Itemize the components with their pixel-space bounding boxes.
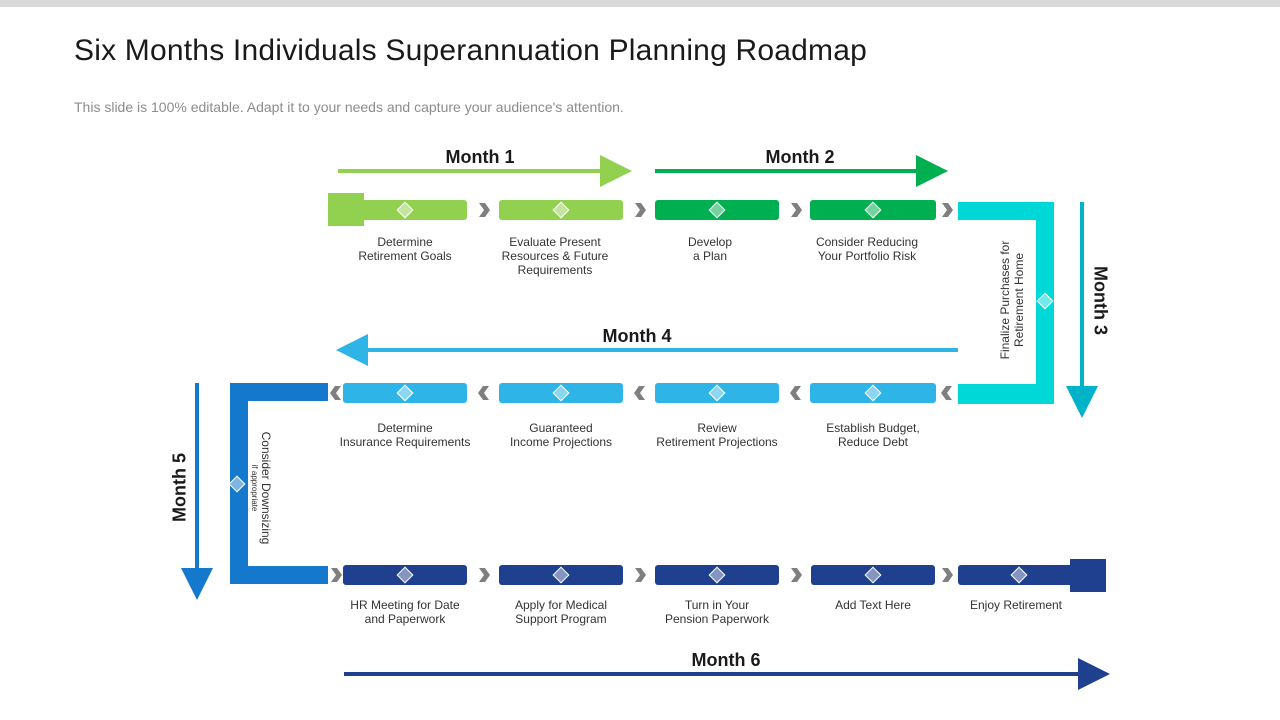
step-label-row3-1: HR Meeting for Date and Paperwork	[350, 598, 460, 626]
month5-bracket	[230, 383, 328, 584]
chevron-left-icon	[330, 386, 341, 400]
chevron-right-icon	[635, 203, 646, 217]
step-bar-row3-3	[655, 565, 779, 585]
end-block	[1070, 559, 1106, 592]
step-label-month3: Finalize Purchases for Retirement Home	[998, 240, 1026, 360]
chevron-left-icon	[634, 386, 645, 400]
chevron-right-icon	[479, 568, 490, 582]
step-bar-row1-4	[810, 200, 936, 220]
top-accent-bar	[0, 0, 1280, 7]
step-label-month5: Consider Downsizing if appropriate	[249, 423, 273, 553]
step-bar-row1-2	[499, 200, 623, 220]
month3-bracket	[958, 202, 1054, 404]
page-title: Six Months Individuals Superannuation Pl…	[74, 34, 867, 67]
step-bar-row3-4	[811, 565, 935, 585]
step-bar-row2-4	[810, 383, 936, 403]
page-subtitle: This slide is 100% editable. Adapt it to…	[74, 99, 624, 115]
month2-label: Month 2	[765, 147, 835, 167]
step-label-month5-note: if appropriate	[250, 464, 259, 512]
chevron-right-icon	[635, 568, 646, 582]
step-bar-row1-3	[655, 200, 779, 220]
step-label-row1-4: Consider Reducing Your Portfolio Risk	[815, 235, 919, 263]
step-label-row3-3: Turn in Your Pension Paperwork	[664, 598, 770, 626]
step-bar-row1-1	[343, 200, 467, 220]
chevron-left-icon	[790, 386, 801, 400]
chevron-right-icon	[791, 203, 802, 217]
step-label-row3-4: Add Text Here	[835, 598, 911, 612]
month4-label: Month 4	[602, 326, 672, 346]
month1-label: Month 1	[445, 147, 515, 167]
chevron-right-icon	[331, 568, 342, 582]
step-label-row2-3: Review Retirement Projections	[656, 421, 778, 449]
step-label-row1-1: Determine Retirement Goals	[358, 235, 452, 263]
chevron-left-icon	[478, 386, 489, 400]
chevron-right-icon	[942, 203, 953, 217]
chevron-right-icon	[479, 203, 490, 217]
chevron-left-icon	[941, 386, 952, 400]
chevron-right-icon	[942, 568, 953, 582]
step-bar-row3-1	[343, 565, 467, 585]
month3-label: Month 3	[1090, 266, 1111, 335]
step-label-row3-5: Enjoy Retirement	[969, 598, 1063, 612]
step-label-row3-2: Apply for Medical Support Program	[514, 598, 608, 626]
month6-label: Month 6	[691, 650, 761, 670]
step-bar-row2-3	[655, 383, 779, 403]
month5-label: Month 5	[169, 453, 190, 522]
step-label-row2-2: Guaranteed Income Projections	[509, 421, 613, 449]
step-bar-row3-2	[499, 565, 623, 585]
step-label-row2-1: Determine Insurance Requirements	[339, 421, 471, 449]
step-label-row1-3: Develop a Plan	[687, 235, 733, 263]
step-label-row1-2: Evaluate Present Resources & Future Requ…	[501, 235, 609, 277]
step-bar-row2-2	[499, 383, 623, 403]
step-bar-row3-5	[958, 565, 1076, 585]
step-bar-row2-1	[343, 383, 467, 403]
step-label-month5-main: Consider Downsizing	[259, 431, 273, 545]
chevron-right-icon	[791, 568, 802, 582]
step-label-row2-4: Establish Budget, Reduce Debt	[826, 421, 920, 449]
